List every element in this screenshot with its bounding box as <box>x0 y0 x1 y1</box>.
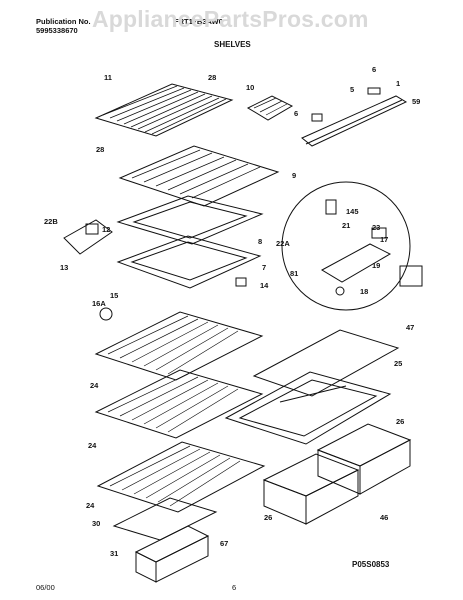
light-switch <box>399 265 423 287</box>
callout-81: 81 <box>290 269 298 278</box>
control-housing <box>63 219 113 255</box>
callout-8: 8 <box>258 237 262 246</box>
callout-21: 21 <box>342 221 350 230</box>
callout-12: 12 <box>102 225 110 234</box>
deli-tray <box>246 95 294 121</box>
callout-26b: 26 <box>264 513 272 522</box>
wire-shelf-2 <box>94 369 264 439</box>
callout-14: 14 <box>260 281 269 290</box>
meat-pan-cover <box>112 497 218 541</box>
footer-date: 06/00 <box>36 583 55 592</box>
crisper-drawer-right <box>316 423 412 495</box>
light-bulb <box>99 307 113 321</box>
callout-46: 46 <box>380 513 388 522</box>
crisper-cover-frame <box>224 371 392 445</box>
callout-19: 19 <box>372 261 380 270</box>
callout-17: 17 <box>380 235 388 244</box>
meat-pan <box>134 525 210 583</box>
publication-label: Publication No. <box>36 17 91 26</box>
callout-7: 7 <box>262 263 266 272</box>
callout-10: 10 <box>246 83 254 92</box>
callout-24b: 24 <box>88 441 97 450</box>
callout-59: 59 <box>412 97 420 106</box>
model-number: FRT17B3AW0 <box>174 17 223 26</box>
callout-28b: 28 <box>96 145 104 154</box>
callout-16A: 16A <box>92 299 106 308</box>
callout-6b: 6 <box>294 109 298 118</box>
callout-24a: 24 <box>90 381 99 390</box>
callout-24c: 24 <box>86 501 95 510</box>
watermark: AppliancePartsPros.com <box>92 6 369 32</box>
callout-18: 18 <box>360 287 368 296</box>
callout-22A: 22A <box>276 239 290 248</box>
callout-22B: 22B <box>44 217 58 226</box>
wire-shelf-1 <box>94 311 264 381</box>
control-detail-circle <box>281 181 411 311</box>
callout-30: 30 <box>92 519 100 528</box>
callout-13: 13 <box>60 263 68 272</box>
callout-11: 11 <box>104 73 112 82</box>
shelf-frame <box>116 195 264 245</box>
shelf-grille <box>118 145 280 207</box>
callout-145: 145 <box>346 207 359 216</box>
callout-25: 25 <box>394 359 402 368</box>
callout-31: 31 <box>110 549 118 558</box>
shelf-rail <box>301 87 408 147</box>
section-title: SHELVES <box>214 40 251 49</box>
callout-15: 15 <box>110 291 118 300</box>
callout-47: 47 <box>406 323 414 332</box>
callout-9: 9 <box>292 171 296 180</box>
callout-6: 6 <box>372 65 376 74</box>
crisper-drawer-left <box>262 453 360 525</box>
callout-67: 67 <box>220 539 228 548</box>
crisper-frame <box>116 235 262 289</box>
callout-5: 5 <box>350 85 354 94</box>
wire-shelf-top <box>94 83 234 137</box>
wire-shelf-3 <box>96 441 266 513</box>
footer-page: 6 <box>232 583 237 592</box>
light-socket <box>235 277 247 287</box>
callout-28: 28 <box>208 73 216 82</box>
callout-labels: 11 28 10 6 1 5 59 6 28 9 145 22B 12 21 2… <box>44 65 420 558</box>
callout-26a: 26 <box>396 417 404 426</box>
drawing-code: P05S0853 <box>352 560 390 569</box>
crisper-glass-cover <box>252 329 400 397</box>
callout-23: 23 <box>372 223 380 232</box>
publication-number: 5995338670 <box>36 26 78 35</box>
callout-1: 1 <box>396 79 400 88</box>
